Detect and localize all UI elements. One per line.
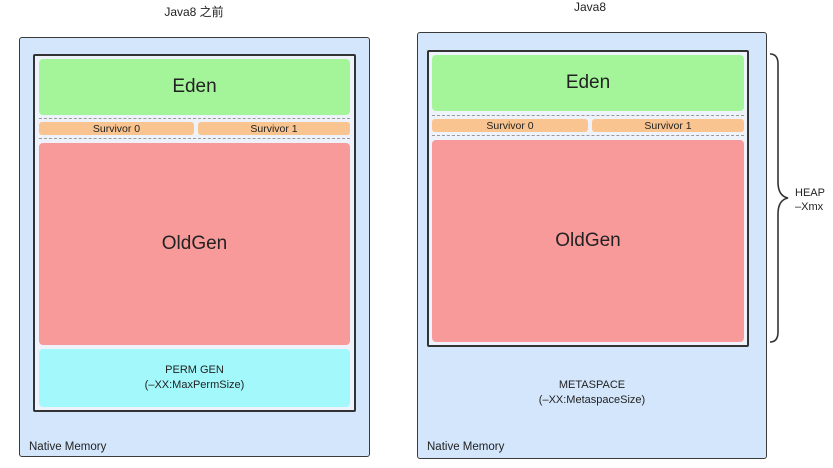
right-survivor-1: Survivor 1 <box>592 119 744 132</box>
left-divider-top <box>39 118 350 119</box>
right-survivor-0: Survivor 0 <box>432 119 588 132</box>
left-divider-bottom <box>39 138 350 139</box>
right-oldgen: OldGen <box>432 140 744 342</box>
left-diagram-title: Java8 之前 <box>164 5 224 19</box>
left-eden: Eden <box>39 59 350 115</box>
left-permgen-flag: (–XX:MaxPermSize) <box>144 379 245 391</box>
left-survivor-1: Survivor 1 <box>198 122 350 135</box>
right-divider-bottom <box>432 135 744 136</box>
left-permgen-label: PERM GEN <box>165 364 224 376</box>
right-metaspace-flag: (–XX:MetaspaceSize) <box>538 394 646 406</box>
heap-annotation: HEAP –Xmx <box>795 186 825 214</box>
heap-brace-icon <box>769 53 789 343</box>
heap-annotation-label: HEAP <box>795 187 825 199</box>
heap-annotation-flag: –Xmx <box>795 201 824 213</box>
left-survivor-0: Survivor 0 <box>39 122 194 135</box>
right-divider-top <box>432 115 744 116</box>
left-permgen: PERM GEN (–XX:MaxPermSize) <box>39 349 350 407</box>
right-native-memory-label: Native Memory <box>427 441 505 453</box>
left-oldgen: OldGen <box>39 143 350 345</box>
right-metaspace: METASPACE (–XX:MetaspaceSize) <box>418 378 766 408</box>
right-eden: Eden <box>432 55 744 111</box>
right-metaspace-label: METASPACE <box>558 379 626 391</box>
right-diagram-title: Java8 <box>573 0 607 14</box>
left-native-memory-label: Native Memory <box>29 441 107 453</box>
